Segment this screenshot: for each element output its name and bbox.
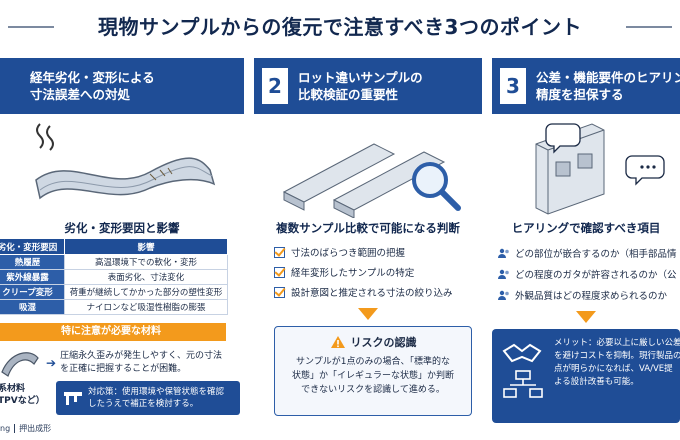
point-3-number: 3 — [500, 68, 526, 104]
tip-line2: したうえで補正を検討する。 — [88, 399, 199, 409]
point-3-column: 3 公差・機能要件のヒアリング 精度を担保する ヒアリングで確認すべき項目 どの… — [492, 58, 680, 424]
merit-line3: 点が明らかになれば、VA/VE提 — [554, 364, 673, 374]
table-row: クリープ変形 荷重が継続してかかった部分の塑性変形 — [0, 284, 228, 300]
table-cell: 高温環境下での軟化・変形 — [64, 254, 228, 270]
table-row: 熱履歴 高温環境下での軟化・変形 — [0, 254, 228, 270]
comparison-checklist: 寸法のばらつき範囲の把握 経年変形したサンプルの特定 設計意図と推定される寸法の… — [254, 242, 482, 302]
hearing-items-list: どの部位が嵌合するのか（相手部品情 どの程度のガタが許容されるのか（公 外観品質… — [492, 242, 680, 305]
risk-line2: 状態」か「イレギュラーな状態」か判断 — [291, 371, 454, 381]
list-item: どの程度のガタが許容されるのか（公 — [498, 263, 680, 284]
point-2-column: 2 ロット違いサンプルの 比較検証の重要性 複数サンプル比較で可能になる判断 寸… — [254, 58, 482, 424]
arrow-down-icon — [576, 311, 596, 323]
hearing-item-text: 外観品質はどの程度求められるのか — [515, 290, 668, 302]
point-2-title-line1: ロット違いサンプルの — [298, 70, 423, 85]
handshake-flowchart-icon — [502, 343, 543, 398]
merit-line4: よる設計改善も可能。 — [554, 377, 639, 387]
checkbox-icon — [274, 266, 285, 278]
merit-line2: を避けコストを抑制。現行製品の — [554, 351, 680, 361]
risk-line3: できないリスクを認識して進める。 — [301, 385, 445, 395]
caution-material-bar: 特に注意が必要な材料 — [0, 323, 226, 341]
point-1-banner: 経年劣化・変形による 寸法誤差への対処 — [0, 58, 244, 114]
list-item: 設計意図と推定される寸法の絞り込み — [274, 282, 482, 302]
material-text-line2: を正確に把握することが困難。 — [60, 364, 187, 374]
people-icon — [498, 248, 509, 258]
risk-title: リスクの認識 — [350, 336, 417, 349]
material-text-line1: 圧縮永久歪みが発生しやすく、元の寸法 — [60, 351, 222, 361]
material-label-line1: 系材料 — [0, 384, 26, 394]
point-1-title-line2: 寸法誤差への対処 — [30, 87, 131, 102]
people-icon — [498, 269, 509, 279]
check-text: 経年変形したサンプルの特定 — [291, 268, 415, 279]
table-cell: 吸湿 — [0, 299, 65, 315]
rubber-seal-icon — [1, 352, 39, 377]
table-cell: 荷重が継続してかかった部分の塑性変形 — [64, 284, 228, 300]
arrow-right-icon: ➔ — [46, 356, 57, 370]
hearing-item-text: どの程度のガタが許容されるのか（公 — [515, 269, 677, 281]
footer-brand: ng — [0, 424, 11, 433]
table-header-factor: 劣化・変形要因 — [0, 238, 65, 255]
risk-line1: サンプルが1点のみの場合、「標準的な — [296, 357, 450, 367]
caliper-icon — [64, 392, 82, 405]
material-row: ➔ 圧縮永久歪みが発生しやすく、元の寸法 を正確に把握することが困難。 — [0, 345, 244, 381]
table-header-row: 劣化・変形要因 影響 — [0, 238, 228, 255]
footer-category: 押出成形 — [19, 424, 52, 433]
list-item: 寸法のばらつき範囲の把握 — [274, 242, 482, 262]
checkbox-icon — [274, 246, 285, 258]
people-icon — [498, 290, 509, 300]
table-cell: 熱履歴 — [0, 254, 65, 270]
page-title: 現物サンプルからの復元で注意すべき3つのポイント — [98, 14, 582, 39]
title-area: 現物サンプルからの復元で注意すべき3つのポイント — [0, 0, 680, 50]
arrow-down-icon — [358, 308, 378, 320]
table-row: 吸湿 ナイロンなど吸湿性樹脂の膨張 — [0, 299, 228, 315]
point-1-title-line1: 経年劣化・変形による — [30, 70, 155, 85]
list-item: どの部位が嵌合するのか（相手部品情 — [498, 242, 680, 263]
table-header-effect: 影響 — [64, 238, 228, 255]
aluminum-profiles-magnifier-icon — [282, 143, 461, 219]
lot-comparison-illustration — [254, 114, 482, 219]
point-2-title-line2: 比較検証の重要性 — [298, 87, 399, 102]
point-3-title-line1: 公差・機能要件のヒアリング — [536, 70, 680, 85]
table-cell: 表面劣化、寸法変化 — [64, 269, 228, 285]
footer: ng 押出成形 — [0, 423, 51, 434]
material-label: 系材料 TPVなど） — [0, 383, 45, 407]
profiles-speech-bubble-icon — [535, 123, 665, 215]
warped-profile-icon — [35, 123, 216, 200]
point-1-column: 経年劣化・変形による 寸法誤差への対処 劣化・変形要因と影響 劣化・変形要因 影… — [0, 58, 244, 424]
checkbox-icon — [274, 286, 285, 298]
point-3-title-line2: 精度を担保する — [536, 87, 624, 102]
table-cell: 紫外線暴露 — [0, 269, 65, 285]
hearing-item-text: どの部位が嵌合するのか（相手部品情 — [515, 248, 677, 260]
merit-box: メリット：必要以上に厳しい公差 を避けコストを抑制。現行製品の 点が明らかになれ… — [492, 329, 680, 423]
hearing-illustration — [492, 114, 680, 218]
warning-icon — [330, 336, 345, 348]
warped-profile-illustration — [0, 114, 244, 218]
point-1-subhead: 劣化・変形要因と影響 — [64, 221, 180, 235]
check-text: 設計意図と推定される寸法の絞り込み — [291, 288, 453, 299]
list-item: 外観品質はどの程度求められるのか — [498, 284, 680, 305]
degradation-table: 劣化・変形要因 影響 熱履歴 高温環境下での軟化・変形 紫外線暴露 表面劣化、寸… — [0, 238, 228, 315]
point-3-subhead: ヒアリングで確認すべき項目 — [511, 221, 661, 235]
tip-line1: 対応策：使用環境や保管状態を確認 — [88, 387, 225, 397]
point-3-banner: 3 公差・機能要件のヒアリング 精度を担保する — [492, 58, 680, 114]
merit-line1: メリット：必要以上に厳しい公差 — [554, 338, 680, 348]
material-label-line2: TPVなど） — [0, 396, 45, 406]
point-2-subhead: 複数サンプル比較で可能になる判断 — [276, 221, 460, 235]
title-rule-right — [626, 26, 672, 28]
title-rule-left — [8, 26, 54, 28]
check-text: 寸法のばらつき範囲の把握 — [291, 248, 406, 259]
risk-box: リスクの認識 サンプルが1点のみの場合、「標準的な 状態」か「イレギュラーな状態… — [274, 326, 472, 416]
point-2-number: 2 — [262, 68, 288, 104]
list-item: 経年変形したサンプルの特定 — [274, 262, 482, 282]
point-2-banner: 2 ロット違いサンプルの 比較検証の重要性 — [254, 58, 482, 114]
table-row: 紫外線暴露 表面劣化、寸法変化 — [0, 269, 228, 285]
table-cell: ナイロンなど吸湿性樹脂の膨張 — [64, 299, 228, 315]
table-cell: クリープ変形 — [0, 284, 65, 300]
countermeasure-box: 対応策：使用環境や保管状態を確認 したうえで補正を検討する。 — [56, 381, 240, 415]
footer-divider — [14, 424, 16, 433]
